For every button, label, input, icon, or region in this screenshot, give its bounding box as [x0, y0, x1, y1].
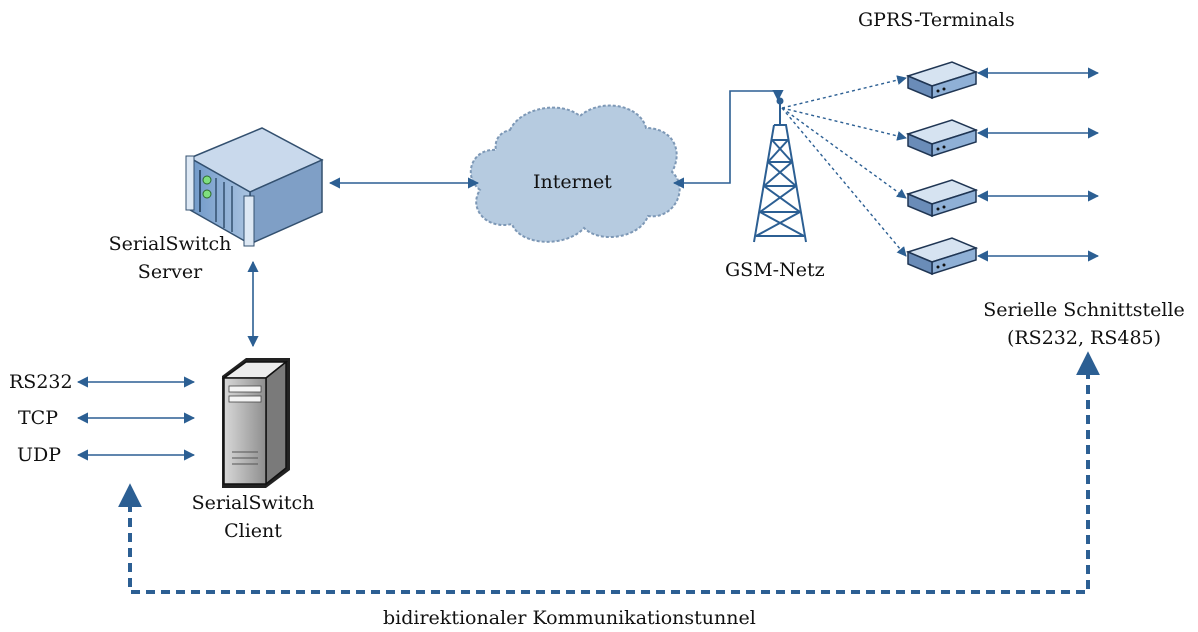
radio-link — [781, 75, 907, 109]
tunnel-label: bidirektionaler Kommunikationstunnel — [383, 607, 756, 629]
gprs-terminal-icon — [905, 179, 979, 218]
server-label-line2: Server — [137, 261, 203, 283]
serial-interface-label: Serielle Schnittstelle (RS232, RS485) — [973, 296, 1195, 352]
client-label-line1: SerialSwitch — [191, 492, 315, 514]
server-label-line1: SerialSwitch — [108, 233, 232, 255]
gprs-terminal-icon — [905, 237, 979, 276]
gprs-terminal-icon — [905, 61, 979, 100]
gsm-netz-label: GSM-Netz — [725, 259, 825, 281]
gprs-terminals-label: GPRS-Terminals — [858, 9, 1015, 31]
radio-link — [781, 107, 907, 141]
rs232-label: RS232 — [9, 371, 73, 393]
client-label-line2: Client — [224, 520, 282, 542]
server-label: SerialSwitch Server — [105, 230, 235, 286]
tunnel-arrow — [118, 351, 1100, 594]
client-label: SerialSwitch Client — [183, 489, 323, 545]
udp-label: UDP — [17, 444, 62, 466]
serial-label-line2: (RS232, RS485) — [1006, 327, 1162, 349]
serial-label-line1: Serielle Schnittstelle — [983, 299, 1185, 321]
client-icon — [221, 358, 290, 488]
internet-label: Internet — [533, 171, 612, 193]
server-icon — [185, 127, 324, 247]
tcp-label: TCP — [18, 407, 58, 429]
gprs-terminal-icon — [905, 119, 979, 158]
radio-link — [781, 107, 907, 257]
internet-cloud-icon — [469, 104, 681, 243]
internet-gsm-connector — [672, 89, 784, 189]
radio-link — [781, 107, 907, 199]
